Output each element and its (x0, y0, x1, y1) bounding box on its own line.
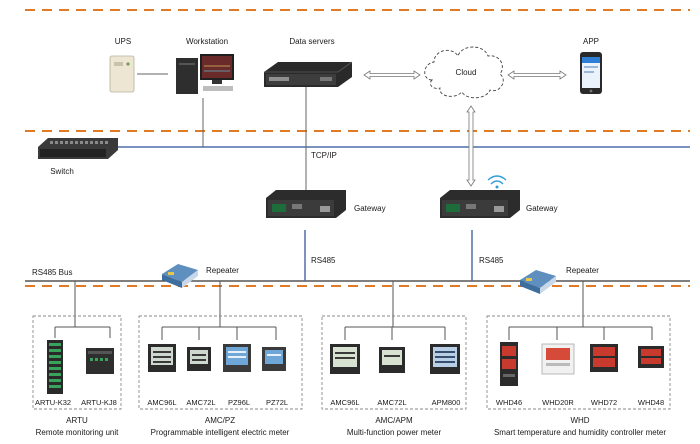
whd72-device (590, 344, 618, 372)
device-label-pz96l: PZ96L (228, 398, 250, 407)
device-label-amc96l-2: AMC96L (330, 398, 359, 407)
app-phone-device (580, 52, 602, 94)
group-whd-frame (486, 315, 671, 410)
pz72l-meter-device (262, 347, 286, 371)
rs485-left-label: RS485 (311, 256, 336, 265)
cloud-gateway-arrow (466, 105, 476, 187)
group-amcapm-title: AMC/APM (375, 416, 413, 425)
device-label-amc96l: AMC96L (147, 398, 176, 407)
whd48-device (638, 346, 664, 368)
app-label: APP (583, 37, 599, 46)
gateway-right-device (440, 190, 520, 218)
data-servers-device (264, 61, 353, 87)
amc96l-meter-device (148, 344, 176, 372)
amc72l-meter-device (187, 347, 211, 371)
data-servers-label: Data servers (289, 37, 334, 46)
repeater-right-device (520, 270, 556, 294)
rs485-bus-label: RS485 Bus (32, 268, 72, 277)
gateway-left-device (266, 190, 346, 218)
rs485-right-label: RS485 (479, 256, 504, 265)
gateway-right-label: Gateway (526, 204, 558, 213)
repeater-right-label: Repeater (566, 266, 599, 275)
workstation-device (176, 54, 234, 94)
group-amcpz-frame (138, 315, 303, 410)
amc72l-power-meter-device (379, 347, 405, 373)
group-amcpz: AMC96L AMC72L PZ96L PZ72L AMC/PZ Program… (138, 315, 303, 437)
ups-label: UPS (115, 37, 131, 46)
cloud-shape (424, 46, 504, 99)
group-whd: WHD46 WHD20R WHD72 WHD48 WHD Smart tempe… (486, 315, 671, 437)
group-whd-subtitle: Smart temperature and humidity controlle… (494, 428, 666, 437)
device-label-apm800: APM800 (432, 398, 461, 407)
group-artu-subtitle: Remote monitoring unit (36, 428, 119, 437)
repeater-left-label: Repeater (206, 266, 239, 275)
amc96l-power-meter-device (330, 344, 360, 374)
ups-device (109, 55, 135, 93)
switch-label: Switch (50, 167, 74, 176)
wifi-icon (487, 175, 507, 189)
group-artu: ARTU-K32 ARTU-KJ8 ARTU Remote monitoring… (32, 315, 122, 437)
cloud-app-arrow (507, 70, 567, 80)
device-label-whd72: WHD72 (591, 398, 617, 407)
tcpip-label: TCP/IP (311, 151, 337, 160)
device-label-pz72l: PZ72L (266, 398, 288, 407)
repeater-left-device (162, 264, 198, 288)
pz96l-meter-device (223, 344, 251, 372)
server-cloud-arrow (363, 70, 421, 80)
cloud-label: Cloud (456, 68, 477, 77)
device-label-artu-kj8: ARTU-KJ8 (81, 398, 117, 407)
artu-kj8-device (86, 348, 114, 374)
group-whd-title: WHD (570, 416, 589, 425)
whd46-device (500, 342, 518, 386)
group-amcpz-subtitle: Programmable intelligent electric meter (151, 428, 290, 437)
device-label-amc72l-2: AMC72L (377, 398, 406, 407)
whd20r-device (541, 343, 575, 375)
workstation-label: Workstation (186, 37, 228, 46)
device-label-whd20r: WHD20R (542, 398, 574, 407)
device-label-whd48: WHD48 (638, 398, 664, 407)
group-artu-frame (32, 315, 122, 410)
switch-device (38, 138, 118, 159)
device-label-artu-k32: ARTU-K32 (35, 398, 71, 407)
group-artu-title: ARTU (66, 416, 88, 425)
device-label-amc72l: AMC72L (186, 398, 215, 407)
gateway-left-label: Gateway (354, 204, 386, 213)
artu-k32-device (47, 340, 63, 394)
group-amcapm-subtitle: Multi-function power meter (347, 428, 442, 437)
group-amcapm-frame (321, 315, 467, 410)
device-label-whd46: WHD46 (496, 398, 522, 407)
group-amcapm: AMC96L AMC72L APM800 AMC/APM Multi-funct… (321, 315, 467, 437)
apm800-meter-device (430, 344, 460, 374)
group-amcpz-title: AMC/PZ (205, 416, 235, 425)
